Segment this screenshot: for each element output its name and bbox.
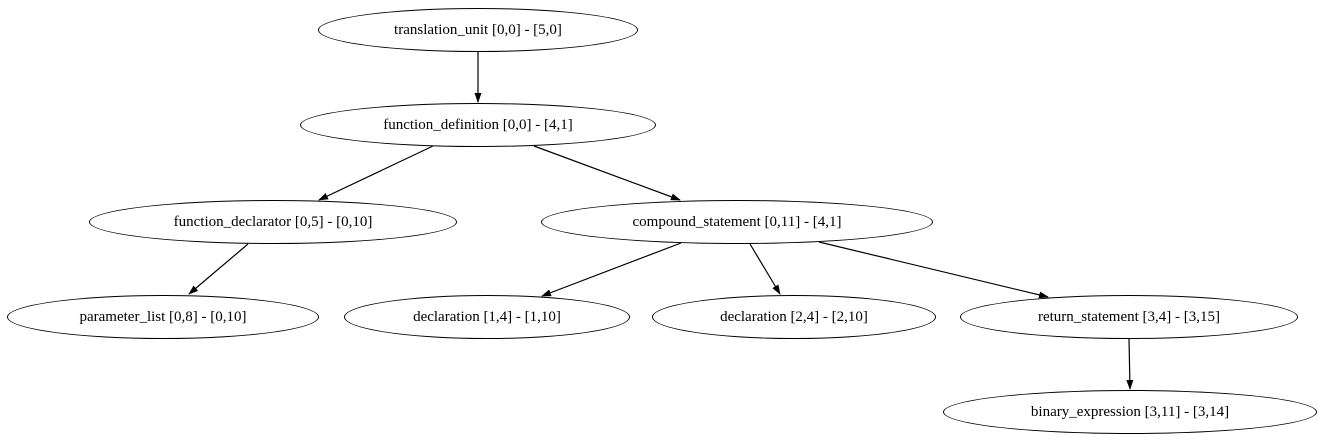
edge-function-definition-compound-statement — [533, 145, 681, 201]
node-binary-expression: binary_expression [3,11] - [3,14] — [943, 390, 1317, 434]
node-label: declaration [2,4] - [2,10] — [720, 308, 868, 325]
node-label: parameter_list [0,8] - [0,10] — [79, 308, 247, 325]
node-function-definition: function_definition [0,0] - [4,1] — [300, 103, 656, 147]
node-parameter-list: parameter_list [0,8] - [0,10] — [7, 295, 319, 339]
node-declaration-2: declaration [2,4] - [2,10] — [652, 295, 936, 339]
node-label: translation_unit [0,0] - [5,0] — [394, 21, 562, 38]
node-return-statement: return_statement [3,4] - [3,15] — [960, 295, 1298, 339]
edge-compound-statement-declaration-2 — [749, 243, 781, 295]
node-compound-statement: compound_statement [0,11] - [4,1] — [541, 200, 933, 244]
node-declaration-1: declaration [1,4] - [1,10] — [344, 295, 630, 339]
node-label: function_declarator [0,5] - [0,10] — [173, 213, 373, 230]
edge-return-statement-binary-expression — [1126, 338, 1134, 390]
edge-function-declarator-parameter-list — [188, 243, 249, 295]
node-translation-unit: translation_unit [0,0] - [5,0] — [318, 8, 638, 52]
node-label: compound_statement [0,11] - [4,1] — [632, 213, 842, 230]
edge-function-definition-function-declarator — [318, 145, 434, 201]
node-label: function_definition [0,0] - [4,1] — [383, 116, 573, 133]
node-label: binary_expression [3,11] - [3,14] — [1030, 403, 1230, 420]
node-label: declaration [1,4] - [1,10] — [413, 308, 561, 325]
edge-compound-statement-declaration-1 — [541, 242, 682, 297]
edge-compound-statement-return-statement — [818, 241, 1049, 299]
node-label: return_statement [3,4] - [3,15] — [1037, 308, 1221, 325]
node-function-declarator: function_declarator [0,5] - [0,10] — [89, 200, 457, 244]
